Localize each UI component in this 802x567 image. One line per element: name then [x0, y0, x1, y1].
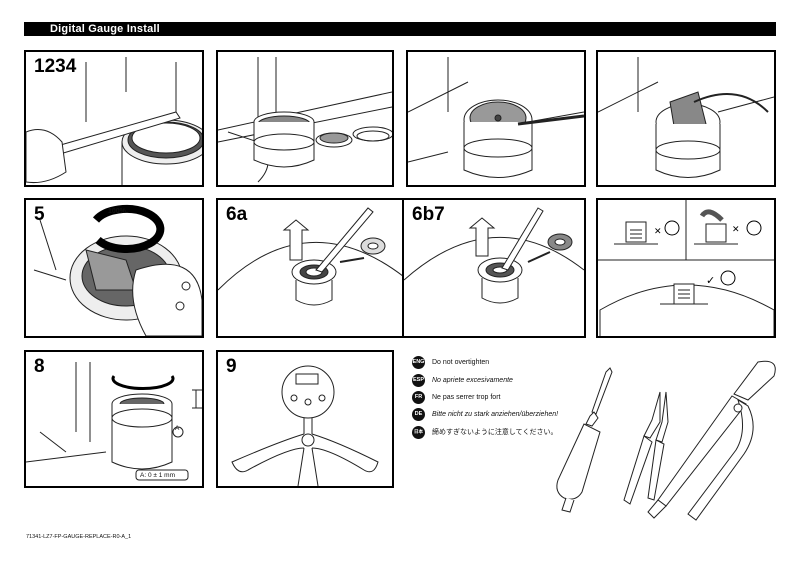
title-bar: Digital Gauge Install: [24, 22, 776, 36]
illustration-seat-oring: [404, 207, 584, 304]
dimension-spec: A: 0 ± 1 mm: [140, 472, 175, 479]
step-panel-4: [596, 50, 776, 187]
warning-fr: FR Ne pas serrer trop fort: [412, 390, 500, 404]
svg-text:✕: ✕: [654, 227, 662, 237]
lang-badge: ENG: [412, 355, 425, 369]
illustration-installed-gauge: [231, 365, 379, 486]
screwdriver-icon: [556, 367, 613, 513]
warning-text: Do not overtighten: [432, 358, 490, 366]
step-panel-5: 5 100%: [24, 198, 204, 338]
warning-text: No apriete excesivamente: [432, 376, 513, 384]
page-title: Digital Gauge Install: [50, 23, 160, 35]
locking-pliers-icon: [647, 360, 776, 521]
tools-illustration: [556, 360, 776, 521]
lang-badge: DE: [412, 407, 425, 421]
illustration-lift-gauge: [598, 57, 774, 178]
step-number: 8: [34, 356, 45, 377]
step-number: 5: [34, 204, 45, 225]
step-number: 6b7: [412, 204, 445, 225]
needle-nose-pliers-icon: [623, 391, 669, 505]
warning-text: 締めすぎないように注意してください。: [432, 429, 558, 436]
warning-de: DE Bitte nicht zu stark anziehen/überzie…: [412, 407, 558, 421]
warning-jp: 日本 締めすぎないように注意してください。: [412, 425, 557, 439]
right-icon: ✓: [706, 270, 736, 287]
dimension-marker: A: [175, 425, 180, 432]
step-number: 1234: [34, 56, 77, 77]
step-number: 9: [226, 356, 237, 377]
step-panel-check: ✕ ✕ ✓: [596, 198, 776, 338]
torque-label: 100%: [108, 208, 126, 215]
warning-text: Bitte nicht zu stark anziehen/überziehen…: [432, 410, 559, 418]
svg-text:✓: ✓: [706, 274, 715, 287]
warning-text: Ne pas serrer trop fort: [432, 393, 501, 401]
step-number: 6a: [226, 204, 248, 225]
svg-text:✕: ✕: [732, 225, 740, 235]
document-id: 71341-LZ7-FP-GAUGE-REPLACE-R0-A_1: [26, 534, 132, 540]
illustration-gauge-height: [26, 362, 202, 481]
step-panel-8: 8 A A: 0 ± 1 mm: [24, 350, 204, 488]
lang-badge: 日本: [412, 425, 425, 439]
lang-badge: ESP: [412, 373, 425, 387]
lang-badge: FR: [412, 390, 425, 404]
step-panel-6b7: 6b7: [402, 198, 586, 338]
wrong-icon: ✕ ✕: [654, 220, 762, 237]
step-panel-3: [406, 50, 586, 187]
illustration-remove-cover: [26, 57, 202, 185]
step-panel-1234: 1234: [24, 50, 204, 187]
illustration-fit-check: ✕ ✕ ✓: [598, 200, 774, 336]
warning-eng: ENG Do not overtighten: [412, 355, 489, 369]
illustration-tighten-gauge: [33, 204, 202, 336]
illustration-insert-oring: [218, 207, 404, 306]
warning-esp: ESP No apriete excesivamente: [412, 373, 513, 387]
step-panel-9: 9: [216, 350, 394, 488]
illustration-lift-cover: [218, 57, 392, 183]
illustration-remove-gauge: [408, 57, 584, 178]
step-panel-6a: 6a: [216, 198, 406, 338]
step-panel-2: [216, 50, 394, 187]
